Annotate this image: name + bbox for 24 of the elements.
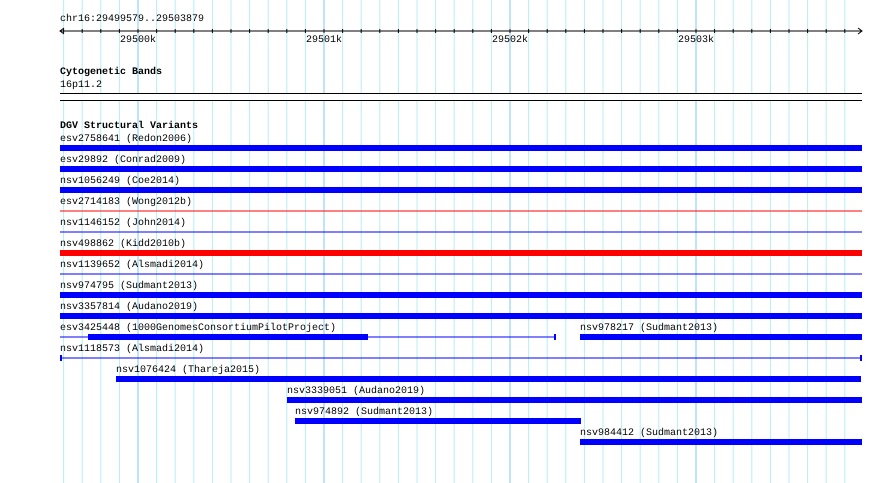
variant-label: nsv984412 (Sudmant2013) bbox=[580, 428, 718, 440]
track-heading: DGV Structural Variants bbox=[60, 121, 198, 133]
region-title: chr16:29499579..29503879 bbox=[60, 14, 204, 26]
variant-label: esv29892 (Conrad2009) bbox=[60, 155, 186, 167]
variant-label: nsv1056249 (Coe2014) bbox=[60, 176, 180, 188]
variant-label: nsv498862 (Kidd2010b) bbox=[60, 239, 186, 251]
variant-label: nsv978217 (Sudmant2013) bbox=[580, 323, 718, 335]
variant-label: esv2714183 (Wong2012b) bbox=[60, 197, 192, 209]
tick-label: 29500k bbox=[120, 35, 156, 47]
variant-label: nsv3357814 (Audano2019) bbox=[60, 302, 198, 314]
variant-label: esv3425448 (1000GenomesConsortiumPilotProject) bbox=[60, 323, 336, 335]
tick-label: 29501k bbox=[306, 35, 342, 47]
tick-label: 29502k bbox=[492, 35, 528, 47]
variant-label: nsv3339051 (Audano2019) bbox=[287, 386, 426, 398]
variant-label: nsv974892 (Sudmant2013) bbox=[295, 407, 434, 419]
variant-label: nsv1139652 (Alsmadi2014) bbox=[60, 260, 204, 272]
track-heading: Cytogenetic Bands bbox=[60, 67, 162, 79]
band-label: 16p11.2 bbox=[60, 80, 102, 92]
variant-label: nsv1118573 (Alsmadi2014) bbox=[60, 344, 204, 356]
tick-label: 29503k bbox=[678, 35, 714, 47]
variant-label: nsv1146152 (John2014) bbox=[60, 218, 186, 230]
variant-label: esv2758641 (Redon2006) bbox=[60, 134, 192, 146]
variant-label: nsv974795 (Sudmant2013) bbox=[60, 281, 198, 293]
variant-label: nsv1076424 (Thareja2015) bbox=[116, 365, 260, 377]
